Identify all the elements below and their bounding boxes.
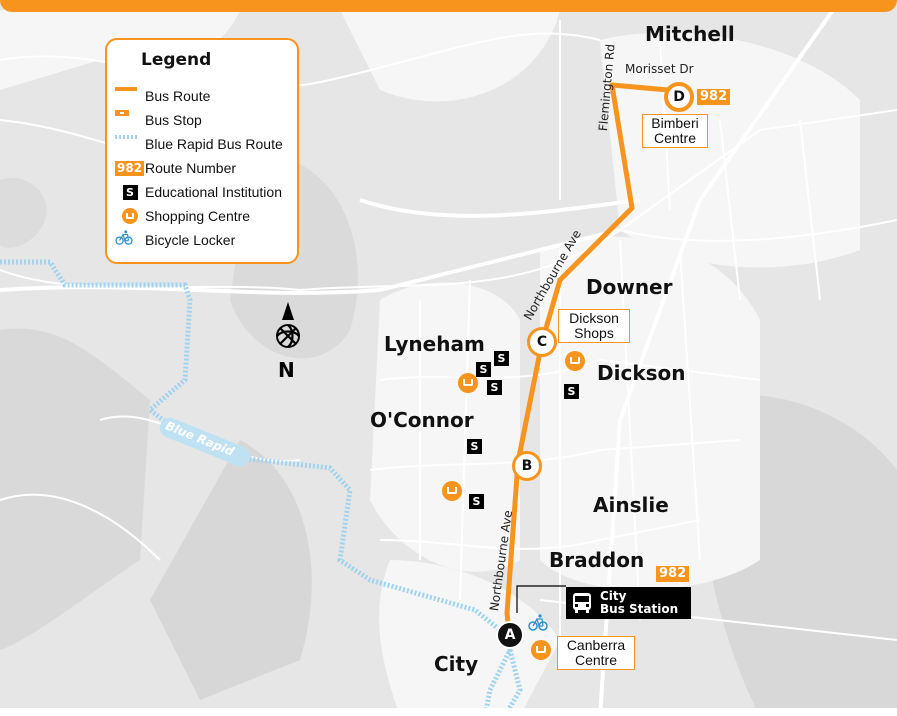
legend-title: Legend — [141, 50, 212, 70]
school-icon: S — [564, 384, 579, 399]
school-icon: S — [469, 494, 484, 509]
city-bus-station-label: City Bus Station — [566, 587, 691, 619]
bottom-frame — [0, 708, 897, 716]
north-arrow: N — [274, 300, 302, 384]
bus-stop-c[interactable]: C — [527, 327, 557, 357]
legend-label: Route Number — [145, 160, 237, 176]
bus-stop-a[interactable]: A — [496, 621, 524, 649]
legend-label: Shopping Centre — [145, 208, 251, 224]
morisset-dr-label: Morisset Dr — [625, 62, 694, 76]
bus-stop-icon — [115, 110, 129, 116]
suburb-lyneham: Lyneham — [384, 332, 485, 356]
legend-label: Educational Institution — [145, 184, 282, 200]
shopping-cart-icon — [531, 640, 551, 660]
station-name-line1: City — [600, 589, 627, 603]
bus-icon — [573, 593, 591, 613]
dotted-line-icon — [115, 135, 137, 139]
legend-item-blue-rapid: Blue Rapid Bus Route — [115, 134, 283, 154]
route-line-icon — [115, 87, 137, 91]
legend-label: Blue Rapid Bus Route — [145, 136, 283, 152]
suburb-dickson: Dickson — [597, 361, 686, 385]
legend-item-bus-stop: Bus Stop — [115, 110, 202, 130]
bus-stop-d[interactable]: D — [664, 82, 694, 112]
school-icon: S — [476, 362, 491, 377]
shopping-cart-icon — [565, 351, 585, 371]
route-number-badge-bottom: 982 — [656, 566, 690, 582]
school-icon: S — [467, 439, 482, 454]
bicycle-icon — [528, 614, 548, 631]
suburb-oconnor: O'Connor — [370, 408, 474, 432]
suburb-downer: Downer — [586, 275, 673, 299]
bicycle-icon — [115, 230, 133, 245]
route-number-badge: 982 — [115, 160, 145, 176]
bus-stop-b[interactable]: B — [512, 451, 542, 481]
suburb-city: City — [434, 652, 479, 676]
legend-label: Bus Stop — [145, 112, 202, 128]
compass-icon — [276, 302, 300, 348]
canberra-centre-box: Canberra Centre — [557, 636, 635, 670]
school-icon: S — [494, 351, 509, 366]
legend-item-bicycle: Bicycle Locker — [115, 230, 235, 250]
bimberi-centre-box: Bimberi Centre — [642, 114, 708, 148]
legend: Legend Bus Route Bus Stop Blue Rapid Bus… — [105, 38, 299, 264]
shopping-cart-icon — [122, 208, 138, 224]
legend-item-shopping: Shopping Centre — [115, 206, 250, 226]
top-frame — [0, 0, 897, 12]
school-icon: S — [122, 184, 138, 200]
legend-label: Bus Route — [145, 88, 211, 104]
school-icon: S — [487, 380, 502, 395]
legend-item-route-number: 982 Route Number — [115, 158, 236, 178]
route-number-badge-top: 982 — [697, 89, 731, 105]
legend-item-educational: S Educational Institution — [115, 182, 282, 202]
suburb-braddon: Braddon — [549, 548, 645, 572]
suburb-mitchell: Mitchell — [645, 22, 735, 46]
shopping-cart-icon — [458, 373, 478, 393]
station-name-line2: Bus Station — [600, 602, 679, 616]
compass-letter: N — [278, 358, 295, 382]
legend-item-bus-route: Bus Route — [115, 86, 210, 106]
legend-label: Bicycle Locker — [145, 232, 236, 248]
shopping-cart-icon — [442, 481, 462, 501]
dickson-shops-box: Dickson Shops — [558, 309, 630, 343]
suburb-ainslie: Ainslie — [593, 493, 669, 517]
